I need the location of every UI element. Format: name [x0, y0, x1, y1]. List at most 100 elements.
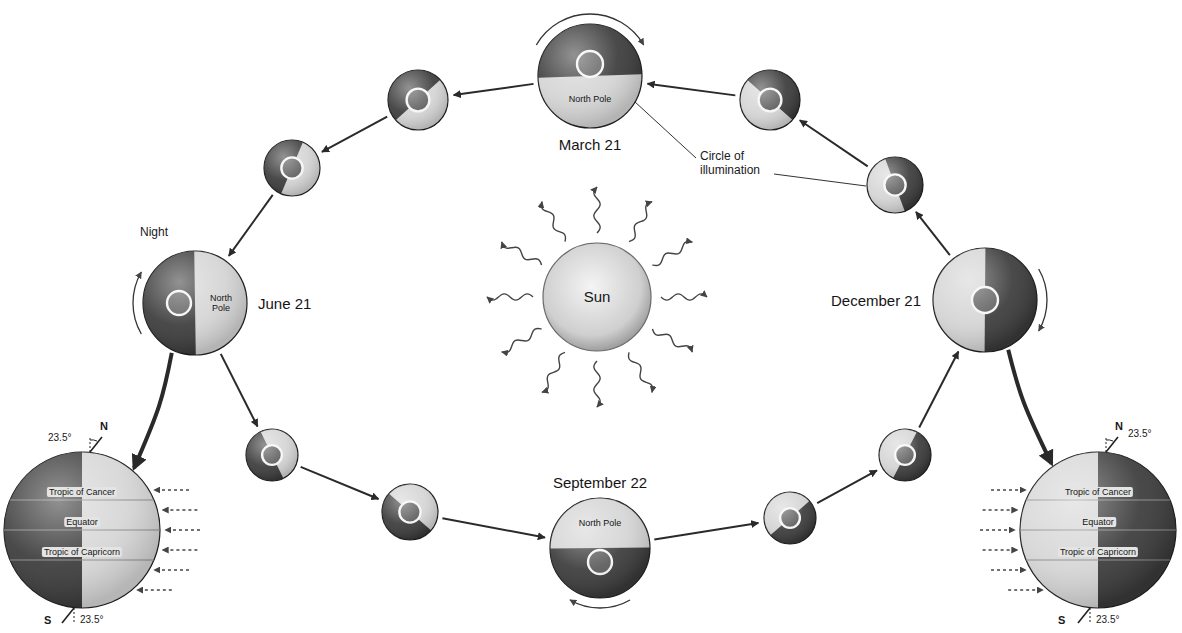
axis-stub — [1078, 608, 1090, 623]
orbit-arrows — [221, 84, 959, 540]
orbit-arrow — [322, 117, 387, 152]
globe-shading — [4, 452, 160, 608]
globe-night-side — [382, 484, 438, 540]
sun-disc — [543, 243, 651, 351]
orbit-arrow — [919, 352, 958, 428]
axis-label: N — [1115, 420, 1123, 433]
orbit-arrow — [647, 84, 735, 96]
earth-globe — [867, 157, 923, 213]
sunlight-arrow — [137, 589, 172, 590]
date-label: June 21 — [258, 295, 311, 312]
vertical-reference — [74, 608, 75, 624]
earth-tilt-globe: Tropic of CancerEquatorTropic of Caprico… — [4, 452, 160, 608]
node-outline — [1020, 452, 1176, 608]
vertical-reference — [90, 436, 91, 452]
sun-ray — [629, 202, 652, 242]
earth-globe — [764, 492, 816, 544]
date-label: March 21 — [559, 136, 622, 153]
axis-label: 23.5° — [1128, 428, 1151, 440]
orbit-arrow — [442, 518, 545, 537]
globe-shading — [246, 429, 298, 481]
sun-ray — [487, 294, 533, 300]
node-outline — [538, 24, 642, 128]
globe-shading — [538, 24, 642, 128]
axis-label: 23.5° — [80, 614, 103, 626]
earth-globe — [382, 484, 438, 540]
sunlight-arrow — [983, 509, 1018, 510]
axis-stub — [90, 437, 102, 452]
axis-label: S — [1058, 614, 1065, 627]
date-label: September 22 — [553, 474, 647, 491]
pole-label: North Pole — [569, 94, 612, 104]
pole-label: North Pole — [579, 518, 622, 528]
globe-shading — [933, 248, 1037, 352]
axis-stub — [1106, 437, 1118, 452]
node-outline — [933, 248, 1037, 352]
axis-label: S — [44, 614, 51, 627]
node-outline — [550, 498, 650, 598]
globe-shading — [867, 157, 923, 213]
globe-shading — [740, 70, 800, 130]
season-arrow — [1008, 350, 1051, 464]
latitude-label: Tropic of Capricorn — [42, 547, 122, 557]
earth-globe: September 22North Pole — [550, 498, 650, 598]
latitude-label: Equator — [64, 517, 100, 527]
earth-tilt-globe: Tropic of CancerEquatorTropic of Caprico… — [1020, 452, 1176, 608]
sun-circle: Sun — [542, 242, 652, 352]
globe-night-side — [740, 70, 800, 130]
sun-ray — [594, 361, 600, 407]
sun-ray — [652, 329, 692, 352]
sunlight-arrow — [165, 529, 200, 530]
earth-globe: December 21 — [933, 248, 1037, 352]
earth-globe — [879, 429, 931, 481]
sunlight-arrow — [1008, 589, 1043, 590]
orbit-arrow — [654, 523, 758, 539]
earth-globe: March 21North Pole — [538, 24, 642, 128]
globe-night-side — [933, 248, 1037, 352]
globe-night-side — [264, 140, 320, 196]
sunlight-arrow — [991, 489, 1026, 490]
sun-ray — [502, 329, 542, 353]
earth-globe — [264, 140, 320, 196]
sun-label: Sun — [584, 288, 611, 305]
axis-label: 23.5° — [1096, 614, 1119, 626]
globe-night-side — [388, 70, 448, 130]
latitude-label: Tropic of Cancer — [47, 487, 117, 497]
globe-night-side — [246, 429, 298, 481]
globe-night-side — [867, 157, 923, 213]
globe-night-side — [1020, 452, 1176, 608]
orbit-arrow — [817, 470, 877, 503]
sunlight-arrow — [154, 569, 189, 570]
sun-ray — [652, 242, 692, 266]
sunlight-arrow — [162, 549, 197, 550]
globe-shading — [388, 70, 448, 130]
latitude-label: Equator — [1080, 517, 1116, 527]
rotation-arrow — [1039, 269, 1047, 331]
sun-ray — [502, 242, 542, 265]
axis-marks — [62, 436, 1118, 624]
sunlight-arrow — [162, 509, 197, 510]
sunlight-arrow — [983, 549, 1018, 550]
globe-shading — [764, 492, 816, 544]
sunlight-arrow — [991, 569, 1026, 570]
angle-arc — [1106, 440, 1113, 441]
earth-globe: June 21North Pole — [143, 251, 247, 355]
rotation-arrows — [133, 14, 1047, 608]
earth-globe — [388, 70, 448, 130]
leader-line — [774, 174, 866, 186]
sun-ray — [661, 294, 707, 300]
axis-label: 23.5° — [48, 432, 71, 444]
earth-globe — [740, 70, 800, 130]
vertical-reference — [1106, 436, 1107, 452]
latitude-label: Tropic of Capricorn — [1058, 547, 1138, 557]
axis-label: N — [100, 420, 108, 433]
globe-shading — [264, 140, 320, 196]
sunlight-arrow — [980, 529, 1015, 530]
earth-globe — [246, 429, 298, 481]
sun-rays — [487, 187, 707, 407]
globe-night-side — [879, 429, 931, 481]
globe-shading — [550, 498, 650, 598]
pole-label: North Pole — [201, 293, 241, 314]
globe-shading — [1020, 452, 1176, 608]
